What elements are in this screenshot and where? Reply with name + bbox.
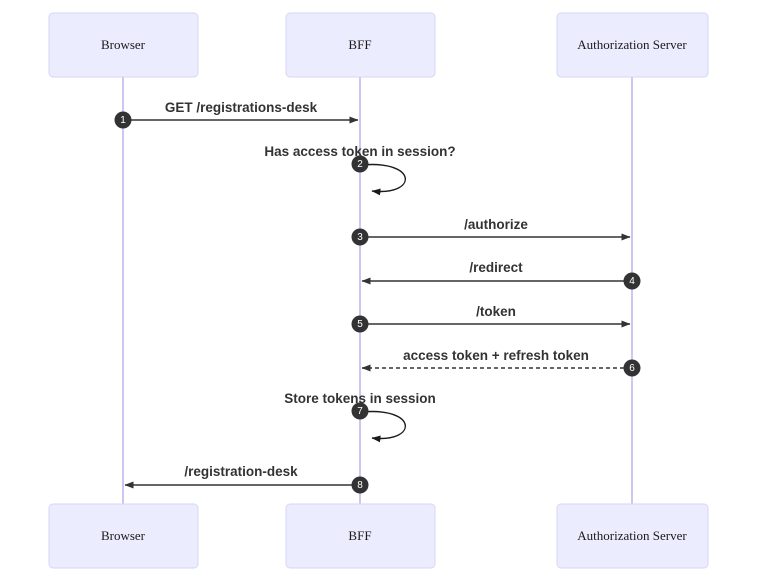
self-message-arrow — [361, 163, 406, 196]
participant-bff-top[interactable]: BFF — [285, 12, 436, 78]
message-label: /authorize — [464, 217, 528, 232]
participant-label: BFF — [348, 528, 371, 543]
sequence-badge-circle — [351, 228, 369, 246]
sequence-badge-circle — [351, 476, 369, 494]
message-label: access token + refresh token — [403, 348, 589, 363]
message-5[interactable]: 5/token — [351, 304, 631, 333]
message-label: /token — [476, 304, 516, 319]
participant-label: Browser — [101, 37, 146, 52]
sequence-badge-circle — [351, 315, 369, 333]
sequence-badge-number: 3 — [357, 232, 363, 243]
sequence-badge-number: 2 — [357, 159, 363, 170]
message-6[interactable]: 6 access token + refresh token — [361, 348, 641, 377]
message-label: Has access token in session? — [264, 144, 455, 159]
message-4[interactable]: 4/redirect — [361, 260, 641, 290]
participant-auth-bottom[interactable]: Authorization Server — [556, 503, 709, 569]
participant-label: Authorization Server — [577, 528, 687, 543]
message-8[interactable]: 8/registration-desk — [124, 464, 369, 494]
participants-top-group: Browser BFF Authorization Server — [48, 12, 709, 78]
sequence-badge-number: 1 — [120, 115, 126, 126]
participant-auth-top[interactable]: Authorization Server — [556, 12, 709, 78]
sequence-badge-circle — [623, 272, 641, 290]
participant-bff-bottom[interactable]: BFF — [285, 503, 436, 569]
sequence-badge-number: 5 — [357, 319, 363, 330]
participant-label: Browser — [101, 528, 146, 543]
sequence-badge-number: 4 — [629, 276, 635, 287]
message-1[interactable]: 1 GET /registrations-desk — [114, 100, 359, 129]
message-label: GET /registrations-desk — [165, 100, 318, 115]
participant-box — [285, 12, 436, 78]
participants-bottom-group: Browser BFF Authorization Server — [48, 503, 709, 569]
message-label: /redirect — [469, 260, 523, 275]
sequence-badge-number: 7 — [357, 406, 363, 417]
sequence-badge-circle — [351, 155, 369, 173]
participant-label: BFF — [348, 37, 371, 52]
participant-label: Authorization Server — [577, 37, 687, 52]
sequence-badge-circle — [114, 111, 132, 129]
self-message-arrow — [361, 410, 406, 443]
participant-browser-top[interactable]: Browser — [48, 12, 199, 78]
message-3[interactable]: 3/authorize — [351, 217, 631, 246]
sequence-badge-circle — [351, 402, 369, 420]
participant-box — [556, 503, 709, 569]
participant-browser-bottom[interactable]: Browser — [48, 503, 199, 569]
message-label: Store tokens in session — [284, 391, 436, 406]
lifelines-group — [122, 77, 633, 504]
sequence-badge-number: 8 — [357, 480, 363, 491]
participant-box — [285, 503, 436, 569]
participant-box — [48, 12, 199, 78]
participant-box — [48, 503, 199, 569]
sequence-badge-circle — [623, 359, 641, 377]
message-label: /registration-desk — [184, 464, 298, 479]
sequence-badge-number: 6 — [629, 363, 635, 374]
participant-box — [556, 12, 709, 78]
